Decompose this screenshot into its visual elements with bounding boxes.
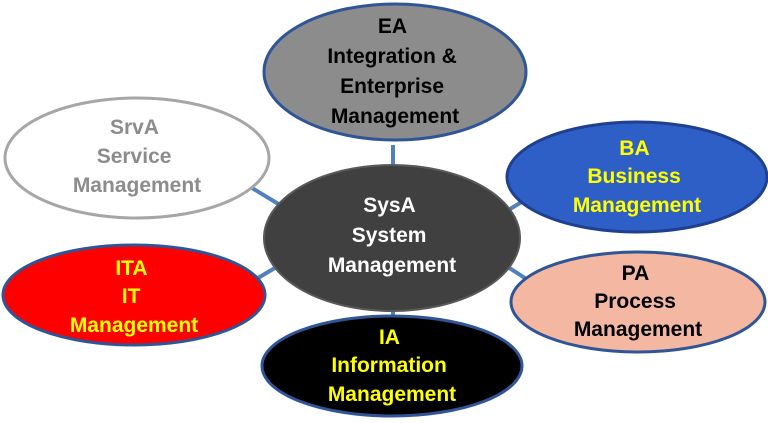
node-srva: SrvA Service Management — [3, 96, 271, 220]
node-ita-shape — [1, 243, 267, 347]
node-ea-shape — [262, 2, 528, 142]
node-pa-label: PA Process Management — [574, 262, 702, 341]
node-ia-shape — [260, 314, 524, 418]
node-srva-label: SrvA Service Management — [73, 116, 201, 197]
node-pa-shape — [509, 250, 767, 354]
node-center-shape — [263, 164, 521, 312]
node-center: SysA System Management — [263, 164, 521, 312]
node-ea: EA Integration & Enterprise Management — [262, 2, 528, 142]
node-ba: BA Business Management — [505, 120, 768, 234]
node-ea-label: EA Integration & Enterprise Management — [327, 15, 462, 128]
node-pa: PA Process Management — [509, 250, 767, 354]
node-ia-label: IA Information Management — [328, 326, 456, 406]
node-ita-label: ITA IT Management — [70, 257, 198, 337]
node-ita: ITA IT Management — [1, 243, 267, 347]
node-center-label: SysA System Management — [328, 194, 456, 277]
node-srva-shape — [3, 96, 271, 220]
node-ba-label: BA Business Management — [573, 137, 701, 217]
node-ba-shape — [505, 120, 768, 234]
node-ia: IA Information Management — [260, 314, 524, 418]
